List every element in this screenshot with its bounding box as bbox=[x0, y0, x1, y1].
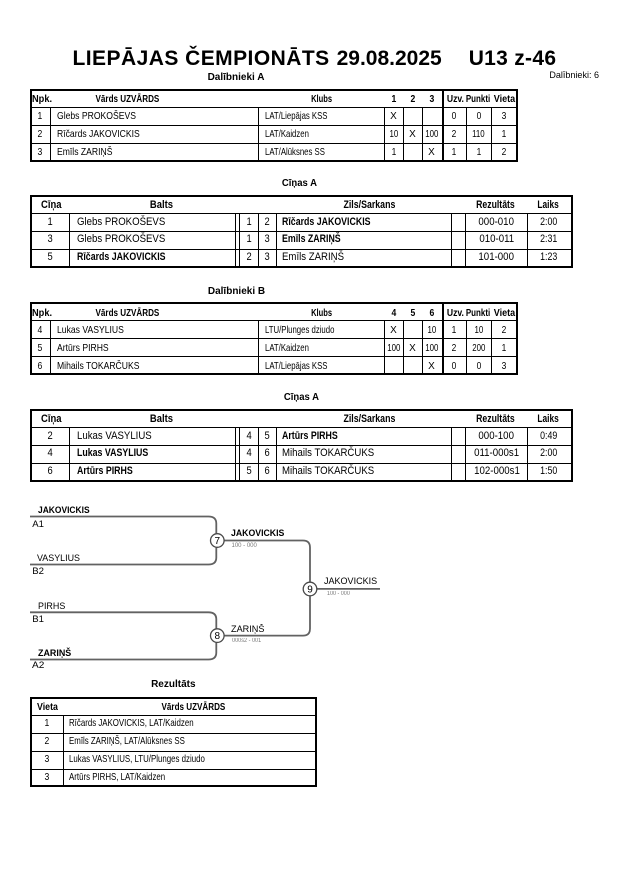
svg-text:7: 7 bbox=[215, 536, 221, 547]
svg-text:9: 9 bbox=[307, 585, 313, 596]
svg-text:8: 8 bbox=[215, 631, 221, 642]
